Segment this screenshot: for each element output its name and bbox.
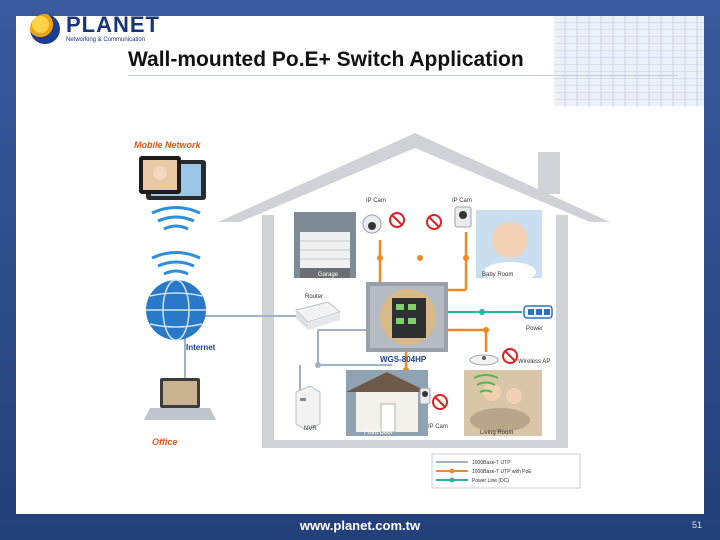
house-floor [262, 440, 568, 448]
house-wall-left [262, 215, 274, 447]
no-battery-icon-4 [432, 394, 448, 410]
planet-globe-icon [30, 14, 60, 44]
legend-item-utp: 1000Base-T UTP [472, 460, 511, 466]
switch-label: WGS-804HP [380, 355, 427, 364]
power-label: Power [526, 326, 543, 332]
garage-label: Garage [318, 272, 339, 278]
footer-url: www.planet.com.tw [299, 518, 421, 533]
house-roof [218, 133, 610, 222]
brand-tagline: Networking & Communication [66, 37, 146, 43]
title-divider [128, 75, 678, 76]
office-label: Office [152, 437, 177, 447]
server-rack-decoration [554, 16, 704, 106]
power-adapter-icon [523, 305, 553, 319]
living-room-photo [464, 370, 542, 436]
garage-photo [294, 212, 356, 278]
slide-title: Wall-mounted Po.E+ Switch Application [128, 48, 524, 71]
front-door-label: Front Door [364, 430, 393, 436]
mobile-network-label: Mobile Network [134, 140, 202, 150]
brand-name: PLANET [66, 12, 160, 37]
ip-cam-2-label: IP Cam [452, 198, 472, 204]
no-battery-icon-1 [389, 212, 405, 228]
internet-label: Internet [186, 343, 216, 352]
ip-cam-3-label: IP Cam [428, 424, 448, 430]
internet-globe-icon [146, 279, 206, 341]
wireless-signal-icon-top [151, 206, 201, 231]
baby-room-label: Baby Room [482, 272, 513, 278]
nvr-label: NVR [304, 426, 317, 432]
router-icon [295, 301, 342, 330]
nvr-device-icon [295, 385, 321, 431]
wireless-ap-label: Wireless AP [518, 359, 550, 365]
router-label: Router [305, 294, 323, 300]
ip-cam-2-icon [454, 206, 472, 228]
no-battery-icon-3 [502, 348, 518, 364]
house-chimney [538, 152, 560, 194]
laptop-icon [144, 378, 216, 420]
ip-cam-3-icon [419, 387, 431, 405]
no-battery-icon-2 [426, 214, 442, 230]
wireless-ap-icon [469, 354, 499, 366]
page-number: 51 [691, 520, 702, 530]
front-door-photo [346, 370, 428, 436]
switch-device-icon [366, 282, 448, 352]
slide-canvas [16, 16, 704, 514]
ip-cam-1-icon [362, 214, 382, 234]
planet-logo: PLANET Networking & Communication [30, 14, 160, 44]
legend: 1000Base-T UTP 1000Base-T UTP with PoE P… [431, 453, 581, 489]
legend-item-power: Power Line (DC) [472, 478, 509, 484]
baby-room-photo [476, 210, 542, 282]
legend-item-poe: 1000Base-T UTP with PoE [472, 469, 532, 475]
wifi-waves-icon [473, 374, 499, 393]
footer-bar: www.planet.com.tw 51 [0, 514, 720, 540]
ip-cam-1-label: IP Cam [366, 198, 386, 204]
wireless-signal-icon-bottom [151, 251, 201, 276]
house-wall-right [556, 215, 568, 447]
living-room-label: Living Room [480, 430, 513, 436]
tablet-icon [139, 156, 206, 200]
